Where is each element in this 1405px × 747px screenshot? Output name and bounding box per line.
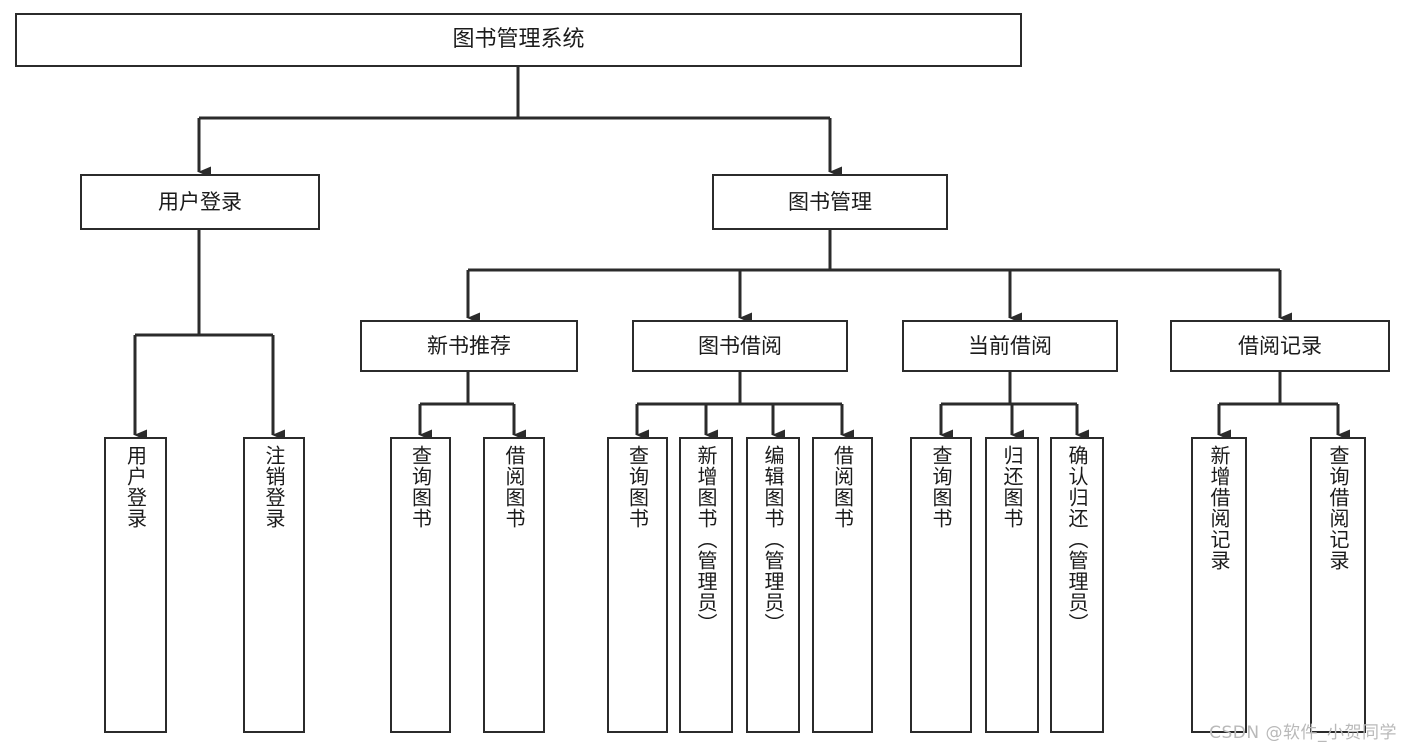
node-leaf-query-book-current-label: 查询图书 — [929, 445, 953, 529]
node-borrow-records[interactable]: 借阅记录 — [1170, 320, 1390, 372]
node-book-borrow[interactable]: 图书借阅 — [632, 320, 848, 372]
node-leaf-borrow-book-label: 借阅图书 — [830, 445, 855, 529]
node-leaf-add-book-admin[interactable]: 新增图书（管理员） — [679, 437, 733, 733]
node-book-management-label: 图书管理 — [788, 189, 872, 214]
node-user-login[interactable]: 用户登录 — [80, 174, 320, 230]
watermark-text: CSDN @软件_小贺同学 — [1209, 723, 1397, 743]
node-leaf-add-book-admin-label: 新增图书（管理员） — [694, 445, 718, 634]
node-leaf-borrow-book[interactable]: 借阅图书 — [812, 437, 873, 733]
node-root-system-label: 图书管理系统 — [452, 27, 585, 53]
node-leaf-query-book-rec[interactable]: 查询图书 — [390, 437, 451, 733]
node-leaf-query-book-borrow-label: 查询图书 — [625, 445, 650, 529]
node-leaf-user-login[interactable]: 用户登录 — [104, 437, 167, 733]
node-leaf-return-book[interactable]: 归还图书 — [985, 437, 1039, 733]
node-leaf-query-book-rec-label: 查询图书 — [408, 445, 433, 529]
node-new-book-recommend-label: 新书推荐 — [427, 333, 511, 358]
node-book-borrow-label: 图书借阅 — [698, 333, 782, 358]
node-leaf-query-borrow-record[interactable]: 查询借阅记录 — [1310, 437, 1366, 733]
node-leaf-user-login-label: 用户登录 — [123, 445, 148, 529]
node-leaf-borrow-book-rec[interactable]: 借阅图书 — [483, 437, 545, 733]
node-user-login-label: 用户登录 — [158, 189, 242, 214]
node-book-management[interactable]: 图书管理 — [712, 174, 948, 230]
node-leaf-confirm-return-admin[interactable]: 确认归还（管理员） — [1050, 437, 1104, 733]
node-leaf-return-book-label: 归还图书 — [1000, 445, 1024, 529]
node-leaf-borrow-book-rec-label: 借阅图书 — [502, 445, 526, 529]
node-leaf-edit-book-admin[interactable]: 编辑图书（管理员） — [746, 437, 800, 733]
node-new-book-recommend[interactable]: 新书推荐 — [360, 320, 578, 372]
node-leaf-logout[interactable]: 注销登录 — [243, 437, 305, 733]
node-leaf-query-book-borrow[interactable]: 查询图书 — [607, 437, 668, 733]
node-leaf-confirm-return-admin-label: 确认归还（管理员） — [1065, 445, 1089, 634]
node-leaf-edit-book-admin-label: 编辑图书（管理员） — [761, 445, 785, 634]
node-current-borrow-label: 当前借阅 — [968, 333, 1052, 358]
node-leaf-query-book-current[interactable]: 查询图书 — [910, 437, 972, 733]
node-leaf-add-borrow-record[interactable]: 新增借阅记录 — [1191, 437, 1247, 733]
node-borrow-records-label: 借阅记录 — [1238, 333, 1322, 358]
node-leaf-query-borrow-record-label: 查询借阅记录 — [1326, 445, 1350, 571]
node-current-borrow[interactable]: 当前借阅 — [902, 320, 1118, 372]
node-root-system[interactable]: 图书管理系统 — [15, 13, 1022, 67]
node-leaf-add-borrow-record-label: 新增借阅记录 — [1207, 445, 1231, 571]
node-leaf-logout-label: 注销登录 — [262, 445, 286, 529]
